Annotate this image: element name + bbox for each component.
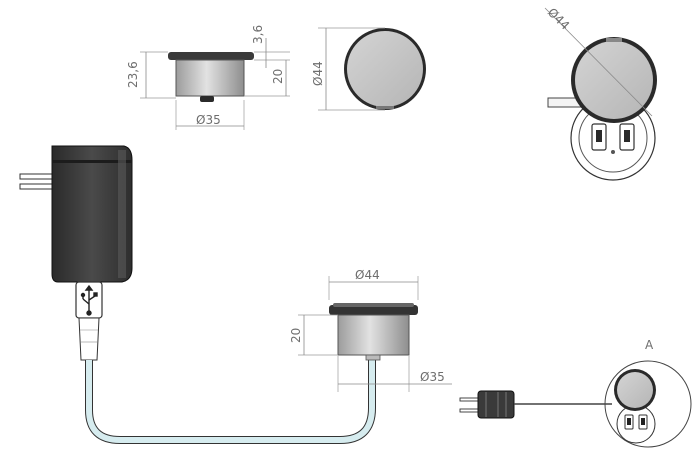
dim-body-diameter-bottom: Ø35 bbox=[420, 370, 445, 384]
adapter-body bbox=[51, 145, 133, 283]
grommet-body-bottom bbox=[337, 314, 410, 356]
lid-cap bbox=[575, 41, 653, 119]
cable-outline bbox=[85, 358, 376, 444]
dim-body-diameter: Ø35 bbox=[196, 113, 221, 127]
detail-label: A bbox=[645, 338, 654, 352]
detail-a: A bbox=[459, 338, 692, 448]
side-view-top: 23,6 3,6 20 Ø35 bbox=[126, 25, 290, 130]
plug-prong-top bbox=[19, 173, 55, 180]
face-view-top: Ø44 bbox=[311, 27, 426, 111]
dim-flange-height: 3,6 bbox=[251, 25, 265, 44]
detail-circle bbox=[604, 360, 692, 448]
usb-icon bbox=[80, 284, 98, 316]
dim-body-height-bottom: 20 bbox=[289, 328, 303, 343]
grommet-cap bbox=[347, 31, 423, 107]
cable bbox=[86, 358, 375, 443]
dim-height-total: 23,6 bbox=[126, 61, 140, 88]
grommet-flange-bottom bbox=[329, 305, 418, 315]
led-indicator bbox=[611, 150, 615, 154]
detail-plug-body bbox=[477, 390, 515, 419]
grommet-flange bbox=[168, 52, 254, 60]
dim-perspective-diameter: Ø44 bbox=[545, 5, 572, 32]
grommet-cable-exit bbox=[200, 96, 214, 102]
strain-relief bbox=[78, 317, 100, 361]
detail-lid-cap bbox=[617, 372, 653, 408]
plug-prong-bottom bbox=[19, 183, 55, 190]
perspective-view: Ø44 bbox=[544, 5, 657, 181]
usb-plug bbox=[75, 281, 103, 361]
cap-notch bbox=[376, 106, 394, 109]
detail-prong-top bbox=[459, 397, 481, 402]
side-view-bottom: Ø44 20 Ø35 bbox=[289, 268, 452, 392]
power-adapter bbox=[19, 145, 133, 283]
dim-body-height: 20 bbox=[271, 69, 285, 84]
dim-face-diameter: Ø44 bbox=[311, 61, 325, 86]
grommet-body bbox=[175, 59, 245, 97]
dim-flange-diameter: Ø44 bbox=[355, 268, 380, 282]
detail-prong-bottom bbox=[459, 408, 481, 413]
